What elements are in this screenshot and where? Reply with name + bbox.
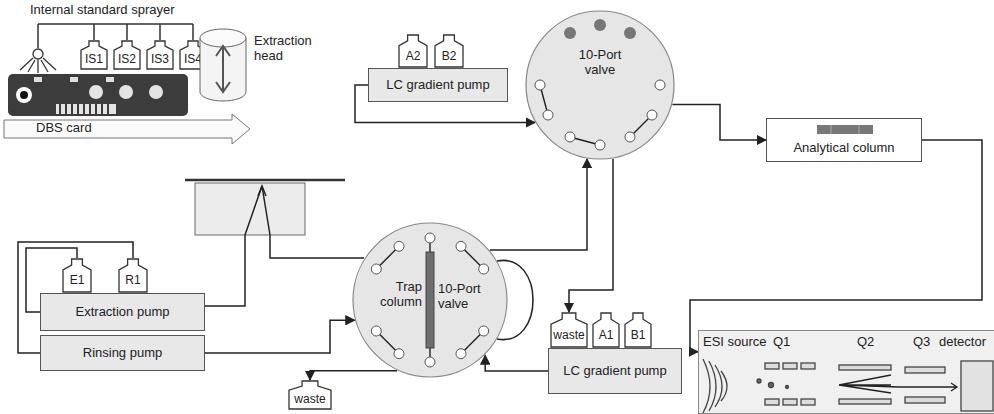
node-label: R1 bbox=[125, 274, 140, 288]
node-label: 10-Port valve bbox=[570, 48, 630, 78]
node-label: LC gradient pump bbox=[563, 364, 666, 379]
pump-box: Extraction pump bbox=[40, 293, 205, 331]
column-box: Analytical column bbox=[766, 118, 922, 162]
dbs-card bbox=[8, 74, 188, 116]
node-label: detector bbox=[939, 335, 986, 350]
node-label: Q1 bbox=[773, 335, 790, 350]
node-label: IS3 bbox=[151, 53, 169, 67]
solvent-bottle: R1 bbox=[118, 258, 148, 293]
solvent-bottle: B1 bbox=[624, 312, 652, 348]
shape-outline bbox=[525, 10, 675, 160]
node-label: IS1 bbox=[85, 53, 103, 67]
node-label: B2 bbox=[442, 50, 457, 64]
flow-line bbox=[569, 159, 613, 312]
flow-line bbox=[490, 159, 587, 250]
reagent-bottle: IS1 bbox=[80, 40, 108, 70]
flow-line bbox=[672, 104, 766, 140]
node-label: A2 bbox=[406, 50, 421, 64]
mass-spectrometer: ESI source Q1 Q2 Q3 detector bbox=[698, 330, 994, 414]
extraction-flow-lines bbox=[205, 186, 364, 306]
node-label: Rinsing pump bbox=[83, 346, 163, 361]
node-label: B1 bbox=[631, 329, 646, 343]
solvent-bottle: E1 bbox=[62, 258, 92, 293]
node-label: A1 bbox=[599, 329, 614, 343]
node-label: E1 bbox=[70, 274, 85, 288]
valve-circle: 10-Port valve bbox=[525, 10, 675, 160]
reagent-bottle: IS2 bbox=[113, 40, 141, 70]
solvent-bottle: A2 bbox=[398, 34, 428, 68]
card-label: DBS card bbox=[34, 121, 94, 136]
waste-bottle: waste bbox=[288, 380, 332, 410]
valve-circle: Trap column 10-Port valve bbox=[352, 222, 508, 378]
extraction-head: Extraction head bbox=[198, 26, 322, 110]
solvent-bottle: A1 bbox=[592, 312, 620, 348]
flow-line bbox=[690, 140, 982, 352]
node-label: IS2 bbox=[118, 53, 136, 67]
pump-box: LC gradient pump bbox=[548, 348, 682, 394]
node-label: waste bbox=[553, 329, 584, 343]
flow-line bbox=[310, 371, 397, 380]
flow-line bbox=[205, 320, 355, 353]
node-label: IS4 bbox=[184, 53, 202, 67]
pump-box: LC gradient pump bbox=[368, 68, 508, 102]
sprayer-lines bbox=[38, 24, 193, 48]
node-label: 10-Port valve bbox=[438, 282, 502, 312]
shape-outline bbox=[352, 222, 508, 378]
part-label: Internal standard sprayer bbox=[30, 3, 175, 18]
node-label: Trap column bbox=[356, 280, 422, 310]
flow-line bbox=[485, 355, 548, 371]
node-label: LC gradient pump bbox=[386, 78, 489, 93]
node-label: Extraction head bbox=[254, 34, 322, 64]
sprayer-symbol bbox=[20, 49, 56, 73]
feed-arrow bbox=[4, 114, 250, 144]
node-label: Q3 bbox=[913, 335, 930, 350]
node-label: ESI source bbox=[703, 335, 767, 350]
solvent-bottle: B2 bbox=[434, 34, 464, 68]
waste-bottle: waste bbox=[550, 312, 588, 348]
reagent-bottle: IS3 bbox=[146, 40, 174, 70]
pump-box: Rinsing pump bbox=[40, 335, 205, 371]
node-label: Analytical column bbox=[793, 141, 894, 156]
node-label: Q2 bbox=[857, 335, 874, 350]
node-label: Extraction pump bbox=[76, 305, 170, 320]
node-label: waste bbox=[294, 393, 325, 407]
